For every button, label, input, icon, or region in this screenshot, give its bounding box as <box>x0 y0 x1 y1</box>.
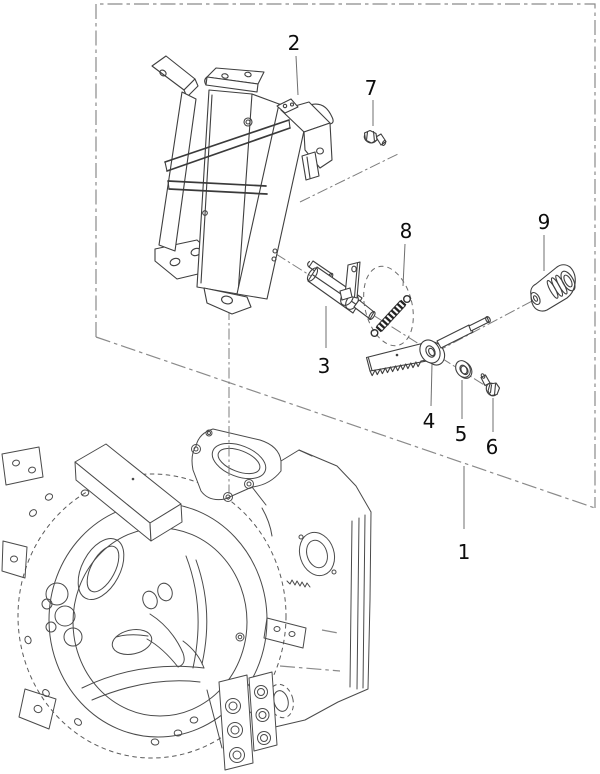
callout-7: 7 <box>365 76 378 126</box>
callout-label-5: 5 <box>455 422 468 446</box>
callout-label-6: 6 <box>486 435 499 459</box>
lever-shaft <box>436 324 474 349</box>
callout-4: 4 <box>423 363 436 433</box>
cast-marking <box>286 579 311 588</box>
bracket-left-leg <box>158 91 197 252</box>
callout-label-8: 8 <box>400 219 413 243</box>
bolt-hex-head <box>487 382 501 397</box>
callout-label-1: 1 <box>458 540 471 564</box>
callout-label-3: 3 <box>318 354 331 378</box>
lever-hub <box>419 339 441 364</box>
callouts: 1 2 3 4 5 6 7 8 <box>288 31 551 564</box>
bracket-cross-straps <box>164 119 291 195</box>
callout-5: 5 <box>455 380 468 446</box>
bolt-shank <box>375 133 387 146</box>
bracket-stub-tube <box>301 151 320 181</box>
callout-label-9: 9 <box>538 210 551 234</box>
spring-hook-lower <box>370 329 379 338</box>
part-6-flange-bolt <box>480 373 501 397</box>
callout-6: 6 <box>486 398 499 459</box>
callout-1: 1 <box>458 466 471 564</box>
bracket-right-wing <box>276 98 334 181</box>
phantom-border <box>95 3 596 509</box>
part-7-bracket-bolt <box>363 129 387 146</box>
callout-label-4: 4 <box>423 409 436 433</box>
bracket-bottom-foot <box>203 287 252 315</box>
gear-case <box>251 449 372 728</box>
part-9-shift-knob <box>530 264 576 312</box>
ratchet-teeth <box>369 359 428 377</box>
callout-2: 2 <box>288 31 301 96</box>
callout-8: 8 <box>400 219 413 287</box>
callout-label-7: 7 <box>365 76 378 100</box>
part-3-adjuster-cylinder <box>306 260 376 321</box>
callout-9: 9 <box>538 210 551 271</box>
knob-bore <box>532 295 539 302</box>
transmission-housing <box>1 428 372 771</box>
knob-end-cap <box>560 270 576 292</box>
part-2-mounting-bracket <box>151 55 334 315</box>
part-5-washer <box>455 360 473 379</box>
callout-label-2: 2 <box>288 31 301 55</box>
spring-position-reference <box>363 265 414 347</box>
callout-3: 3 <box>318 306 331 378</box>
spring-coil <box>375 299 407 333</box>
part-4-ratchet-lever <box>365 315 491 377</box>
top-oval-cover <box>191 428 282 502</box>
bell-interior <box>41 538 245 701</box>
top-cover-box <box>74 443 183 542</box>
spring-hook-upper <box>403 295 412 304</box>
bottom-bolt-strips <box>206 671 294 771</box>
part-8-tension-spring <box>370 295 412 338</box>
